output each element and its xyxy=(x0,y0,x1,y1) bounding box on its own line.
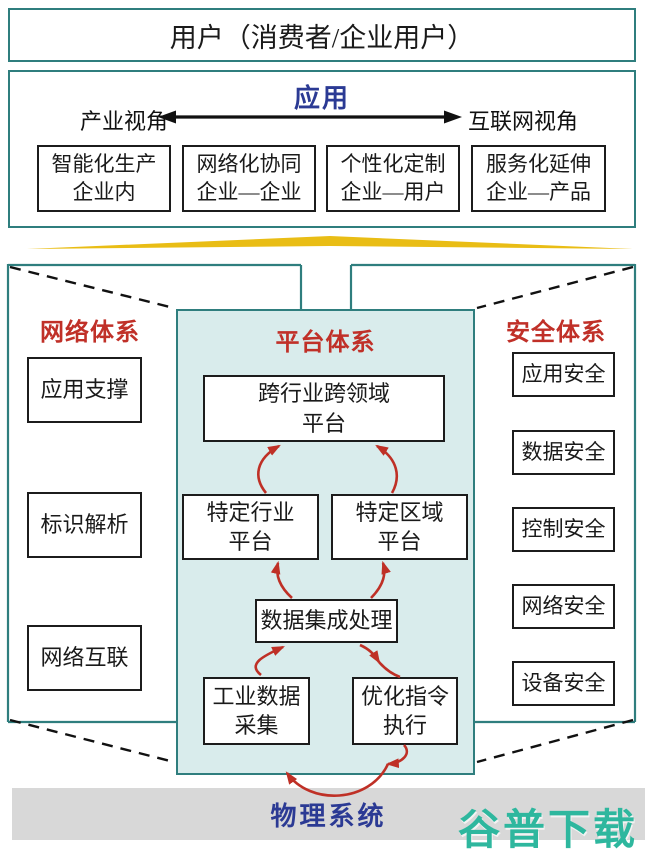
security-column-label: 安全体系 xyxy=(506,320,606,346)
internet-view-label: 互联网视角 xyxy=(468,109,579,134)
app-box-personalized-customization: 个性化定制 企业—用户 xyxy=(326,145,460,212)
platform-column-label: 平台体系 xyxy=(275,330,376,356)
user-title-box: 用户（消费者/企业用户） xyxy=(8,8,636,62)
security-box-network: 网络安全 xyxy=(512,584,615,629)
network-box-identifier-resolution: 标识解析 xyxy=(27,492,142,558)
network-column-label: 网络体系 xyxy=(40,320,140,346)
dashed-connector-bottom-left xyxy=(9,718,175,764)
watermark: 谷普下载 xyxy=(458,806,639,853)
security-box-application: 应用安全 xyxy=(512,352,615,397)
dashed-connector-top-right xyxy=(476,265,634,310)
app-box-network-collaboration: 网络化协同 企业—企业 xyxy=(182,145,316,212)
user-title: 用户（消费者/企业用户） xyxy=(169,22,475,53)
dashed-connector-bottom-right xyxy=(476,718,634,764)
industry-platform-box: 特定行业 平台 xyxy=(182,494,319,560)
security-box-device: 设备安全 xyxy=(512,661,615,706)
cross-industry-platform-box: 跨行业跨领域 平台 xyxy=(203,375,445,442)
instruction-execution-box: 优化指令 执行 xyxy=(352,677,458,745)
data-processing-box: 数据集成处理 xyxy=(255,599,398,643)
yellow-divider-arrow-icon xyxy=(27,236,633,249)
security-box-data: 数据安全 xyxy=(512,430,615,475)
network-box-application-support: 应用支撑 xyxy=(27,357,142,423)
region-platform-box: 特定区域 平台 xyxy=(331,494,468,560)
network-box-network-interconnection: 网络互联 xyxy=(27,625,142,691)
data-collection-box: 工业数据 采集 xyxy=(203,677,310,745)
security-box-control: 控制安全 xyxy=(512,507,615,552)
app-box-service-extension: 服务化延伸 企业—产品 xyxy=(471,145,606,212)
dashed-connector-top-left xyxy=(9,265,175,310)
application-label: 应用 xyxy=(293,84,350,113)
industry-view-label: 产业视角 xyxy=(80,109,169,134)
app-box-smart-production: 智能化生产 企业内 xyxy=(37,145,171,212)
physical-system-label: 物理系统 xyxy=(270,801,387,831)
